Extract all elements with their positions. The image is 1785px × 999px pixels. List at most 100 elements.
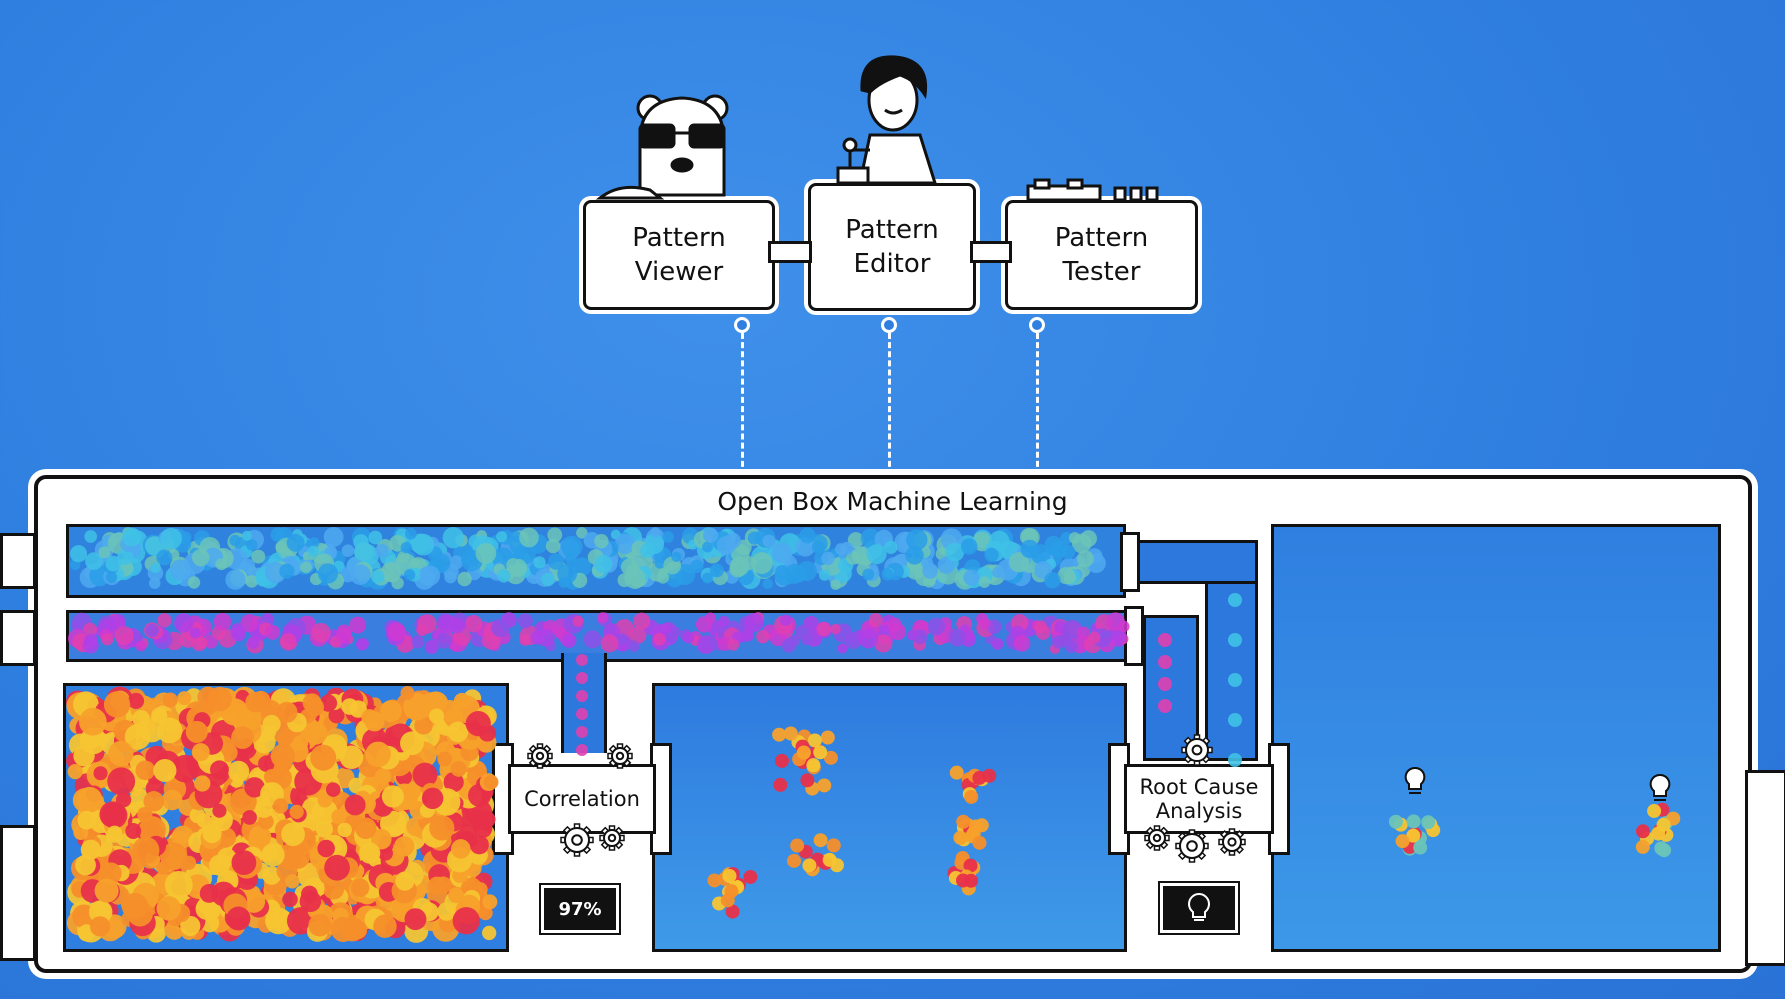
raw-data-particle	[227, 760, 250, 783]
raw-data-particle	[248, 825, 272, 848]
lightbulb-icon	[1188, 892, 1210, 921]
purple-particle	[889, 623, 907, 641]
raw-data-particle	[381, 785, 405, 808]
purple-particle	[491, 618, 510, 638]
purple-particle	[756, 629, 770, 644]
purple-particle	[101, 633, 114, 646]
gear-icon	[1144, 825, 1170, 851]
purple-particle	[629, 626, 647, 644]
blue-particle	[821, 551, 835, 566]
tester-link-line	[1036, 333, 1039, 476]
purple-particle	[84, 633, 98, 648]
raw-data-particle	[196, 813, 212, 828]
blue-particle	[963, 569, 980, 586]
blue-particle	[400, 542, 412, 554]
blue-particle	[1008, 552, 1030, 573]
blue-particle	[409, 558, 420, 569]
blue-particle	[506, 558, 520, 572]
blue-particle	[317, 563, 339, 584]
raw-data-particle	[76, 786, 103, 813]
gear-icon	[1218, 828, 1246, 856]
raw-data-particle	[194, 775, 211, 792]
purple-particle	[517, 613, 533, 629]
raw-data-particle	[143, 791, 165, 812]
raw-data-particle	[308, 913, 332, 937]
blue-particle	[560, 535, 583, 558]
cluster-particle	[787, 853, 802, 868]
blue-particle	[187, 576, 201, 589]
purple-particle	[848, 631, 862, 645]
blue-particle	[960, 538, 978, 555]
insight-particle	[1395, 834, 1410, 849]
blue-particle	[884, 540, 898, 554]
raw-data-particle	[75, 854, 96, 876]
blue-particle	[541, 572, 555, 587]
blue-particle	[192, 548, 210, 567]
raw-data-particle	[156, 896, 181, 921]
blue-particle	[519, 527, 539, 548]
raw-data-particle	[482, 925, 497, 941]
blue-particle	[160, 527, 182, 550]
cluster-particle	[953, 830, 968, 845]
insight-particle	[1656, 817, 1671, 832]
purple-particle	[583, 630, 602, 649]
raw-data-particle	[156, 717, 183, 744]
raw-data-particle	[483, 774, 499, 790]
raw-data-particle	[151, 707, 168, 724]
gear-icon	[560, 823, 594, 857]
gear-icon	[599, 825, 625, 851]
cluster-particle	[972, 770, 987, 785]
insight-particle	[1635, 824, 1650, 839]
purple-particle	[213, 612, 232, 631]
raw-data-particle	[373, 914, 397, 938]
raw-data-particle	[116, 792, 132, 808]
blue-particle	[1228, 713, 1242, 727]
raw-data-particle	[272, 798, 289, 814]
purple-particle	[537, 629, 555, 647]
blue-particle	[1020, 539, 1039, 559]
purple-particle	[189, 627, 201, 639]
blue-particle	[375, 544, 389, 558]
pattern-viewer-box[interactable]: Pattern Viewer	[583, 200, 775, 310]
blue-particle	[747, 531, 761, 545]
raw-data-particle	[195, 897, 218, 920]
gear-icon	[607, 743, 633, 769]
cluster-particle	[722, 868, 737, 883]
blue-particle	[905, 546, 924, 565]
raw-data-particle	[330, 917, 356, 942]
raw-data-particle	[374, 768, 392, 786]
purple-particle	[1076, 626, 1090, 640]
blue-particle	[1080, 530, 1097, 547]
purple-particle	[411, 635, 425, 649]
raw-data-particle	[125, 822, 142, 839]
blue-particle	[762, 578, 773, 589]
blue-particle	[1228, 593, 1242, 607]
blue-particle	[286, 533, 305, 552]
blue-particle	[799, 527, 816, 544]
blue-particle	[992, 566, 1004, 579]
purple-particle	[240, 614, 259, 633]
blue-particle	[1068, 532, 1081, 544]
raw-data-particle	[127, 692, 145, 709]
pattern-tester-box[interactable]: Pattern Tester	[1005, 200, 1198, 310]
raw-data-particle	[286, 907, 315, 935]
input-port-middle	[0, 610, 36, 666]
raw-data-particle	[414, 716, 433, 735]
purple-particle	[600, 634, 619, 653]
viewer-link-line	[741, 333, 744, 476]
purple-particle	[335, 627, 352, 643]
tester-link-node	[1029, 317, 1045, 333]
purple-particle	[830, 623, 841, 635]
raw-data-particle	[281, 822, 305, 847]
purple-particle	[135, 640, 147, 652]
blue-particle	[547, 527, 563, 543]
purple-particle	[109, 613, 127, 631]
blue-particle	[105, 571, 118, 583]
raw-data-particle	[108, 740, 134, 767]
blue-particle	[397, 550, 410, 564]
root-cause-analysis-processor[interactable]: Root Cause Analysis	[1124, 764, 1274, 834]
purple-particle	[576, 672, 588, 684]
purple-particle	[576, 690, 588, 702]
purple-particle	[230, 623, 246, 638]
